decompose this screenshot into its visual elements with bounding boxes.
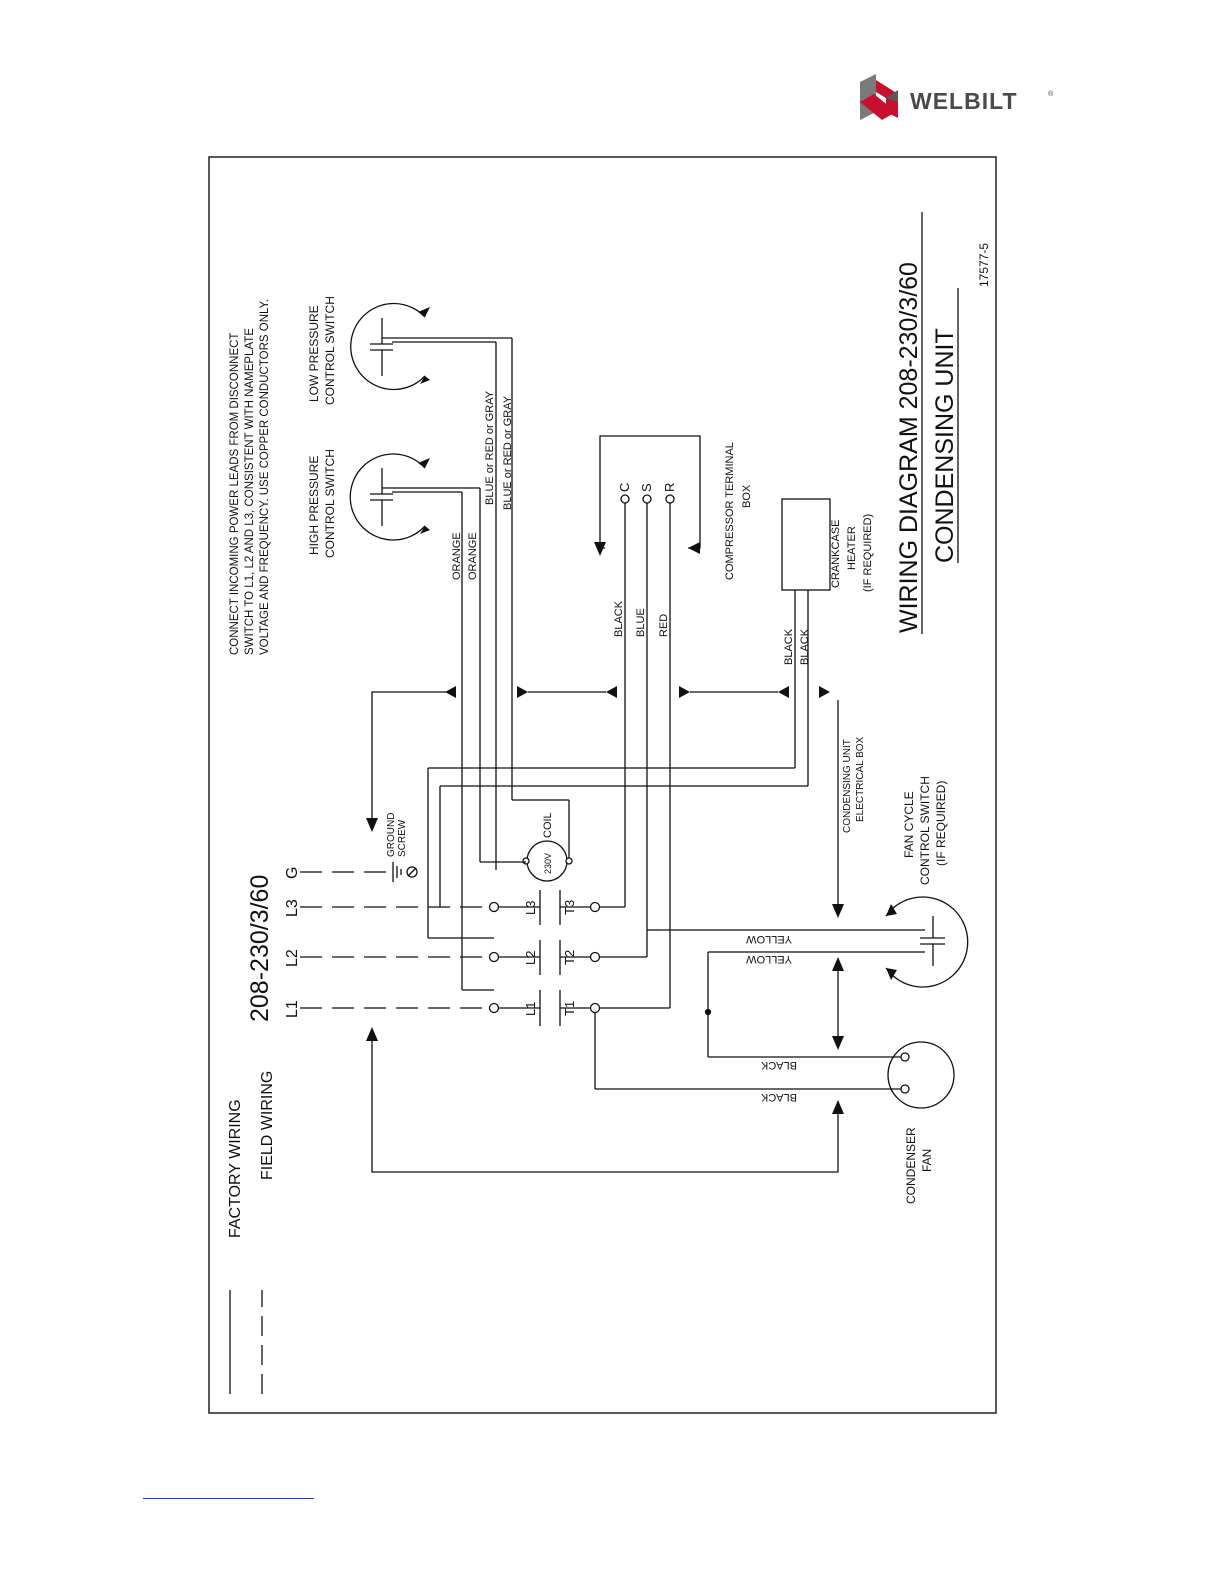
contactor-line-l2: L2 <box>523 951 538 965</box>
terminal-l2: L2 <box>284 949 301 967</box>
wire-label-black-fan-2: BLACK <box>760 1091 797 1103</box>
legend-field-label: FIELD WIRING <box>259 1071 276 1180</box>
wire-label-red: RED <box>658 614 670 637</box>
field-wiring <box>300 871 494 1009</box>
power-spec-label: 208-230/3/60 <box>246 875 274 1022</box>
crankcase-label-3: (IF REQUIRED) <box>862 514 874 592</box>
wire-label-black-heater-1: BLACK <box>783 628 795 665</box>
field-note-line-2: SWITCH TO L1, L2 AND L3, CONSISTENT WITH… <box>244 328 256 655</box>
terminal-l1: L1 <box>284 1000 301 1018</box>
brand-registered: ® <box>1048 90 1054 98</box>
coil-voltage: 230V <box>543 853 553 874</box>
contactor-load-t3: T3 <box>562 900 577 915</box>
contactor-line-l3: L3 <box>523 901 538 915</box>
high-pressure-switch-symbol <box>349 453 480 541</box>
brand-name: WELBILT <box>910 88 1018 114</box>
ground-symbol <box>392 862 418 882</box>
compressor-pin-r: R <box>662 483 677 492</box>
wire-label-blue-red-gray-1: BLUE or RED or GRAY <box>484 390 496 505</box>
contactor-coil <box>522 840 573 882</box>
compressor-pin-c: C <box>617 483 632 492</box>
fan-cycle-label-3: (IF REQUIRED) <box>934 781 948 866</box>
electrical-box-boundary <box>371 691 839 1173</box>
ground-label-1: GROUND <box>386 813 397 857</box>
compressor-label-1: COMPRESSOR TERMINAL <box>724 442 736 580</box>
condenser-fan-label-1: CONDENSER <box>904 1127 918 1204</box>
footer-link[interactable] <box>143 1494 314 1499</box>
terminal-g: G <box>284 867 301 879</box>
crankcase-label-2: HEATER <box>846 526 858 570</box>
wire-label-black-compressor: BLACK <box>613 600 625 637</box>
wire-label-yellow-2: YELLOW <box>746 953 792 965</box>
coil-label: COIL <box>542 812 554 838</box>
fan-cycle-label-1: FAN CYCLE <box>902 791 916 858</box>
low-pressure-label-1: LOW PRESSURE <box>307 305 321 402</box>
wire-label-blue-red-gray-2: BLUE or RED or GRAY <box>502 395 514 510</box>
high-pressure-label-1: HIGH PRESSURE <box>307 456 321 555</box>
wire-label-orange-1: ORANGE <box>451 532 463 580</box>
crankcase-heater <box>781 498 831 591</box>
welbilt-logo-mark <box>860 74 898 120</box>
wire-label-yellow-1: YELLOW <box>746 933 792 945</box>
wire-label-blue: BLUE <box>635 608 647 637</box>
wire-label-black-heater-2: BLACK <box>799 628 811 665</box>
terminal-l3: L3 <box>284 899 301 917</box>
diagram-title: WIRING DIAGRAM 208-230/3/60 <box>895 262 923 633</box>
fan-cycle-label-2: CONTROL SWITCH <box>918 776 932 885</box>
arrowheads <box>366 307 897 1114</box>
field-note-line-1: CONNECT INCOMING POWER LEADS FROM DISCON… <box>229 333 241 655</box>
legend-factory-label: FACTORY WIRING <box>227 1099 244 1238</box>
ground-label-2: SCREW <box>397 819 408 857</box>
doc-number: 17577-5 <box>977 243 991 287</box>
compressor-label-2: BOX <box>741 484 753 508</box>
contactor-line-l1: L1 <box>523 1002 538 1016</box>
wire-label-black-fan-1: BLACK <box>760 1059 797 1071</box>
electrical-box-label-1: CONDENSING UNIT <box>842 739 853 833</box>
low-pressure-switch-symbol <box>350 302 512 391</box>
field-note-line-3: VOLTAGE AND FREQUENCY. USE COPPER CONDUC… <box>259 299 271 655</box>
electrical-box-label-2: ELECTRICAL BOX <box>855 736 866 822</box>
diagram-subtitle: CONDENSING UNIT <box>931 328 959 563</box>
contactor-load-t2: T2 <box>562 950 577 965</box>
high-pressure-label-2: CONTROL SWITCH <box>323 449 337 558</box>
condenser-fan-label-2: FAN <box>920 1149 934 1172</box>
compressor-pin-s: S <box>639 483 654 492</box>
low-pressure-label-2: CONTROL SWITCH <box>323 296 337 405</box>
welbilt-logo: WELBILT ® <box>860 74 1054 120</box>
contactor-load-t1: T1 <box>562 1001 577 1016</box>
condenser-fan-symbol <box>887 1041 955 1109</box>
crankcase-label-1: CRANKCASE <box>830 520 842 588</box>
diagram-frame <box>208 156 997 1414</box>
fan-cycle-switch-symbol <box>885 896 969 988</box>
wire-label-orange-2: ORANGE <box>467 532 479 580</box>
contactor <box>488 890 601 1026</box>
